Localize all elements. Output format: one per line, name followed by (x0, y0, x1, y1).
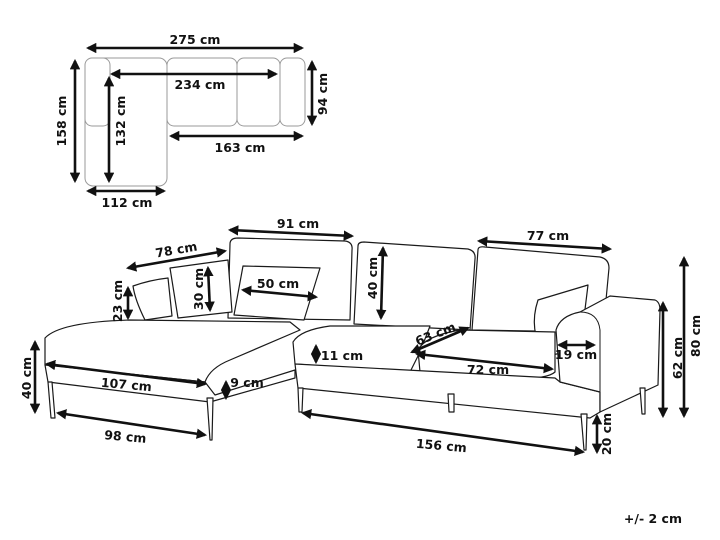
label-inner-width: 234 cm (175, 77, 226, 92)
label-seat-cushion-width: 72 cm (467, 362, 509, 377)
leg (47, 381, 56, 419)
leg (206, 397, 214, 441)
label-main-leg-span: 156 cm (415, 436, 467, 455)
label-back-cushion-width: 91 cm (277, 216, 319, 231)
label-chaise-back-width: 78 cm (154, 239, 198, 261)
label-arm-height: 62 cm (670, 337, 685, 379)
label-right-back-cushion-width: 77 cm (527, 228, 569, 243)
label-arm-width: 19 cm (555, 347, 597, 362)
leg (297, 387, 304, 413)
tolerance-note: +/- 2 cm (623, 511, 682, 526)
label-seat-cushion-thickness: 11 cm (321, 348, 363, 363)
label-chaise-leg-span: 98 cm (104, 427, 147, 446)
label-pillow-height: 30 cm (191, 268, 206, 310)
label-back-cushion-height: 40 cm (365, 257, 380, 299)
label-armrest-height: 23 cm (110, 280, 125, 322)
leg (447, 393, 455, 413)
label-total-height: 80 cm (688, 315, 703, 357)
top-view-dimensions (69, 42, 318, 197)
front-view-dimensions (29, 225, 690, 457)
label-frame-height: 9 cm (230, 375, 263, 390)
label-main-depth: 94 cm (315, 73, 330, 115)
label-total-width: 275 cm (170, 32, 221, 47)
label-leg-height: 20 cm (599, 413, 614, 455)
leg (639, 387, 646, 415)
label-seat-height: 40 cm (19, 357, 34, 399)
chaise-armrest (132, 277, 173, 321)
label-total-depth: 158 cm (54, 96, 69, 147)
label-chaise-width: 112 cm (102, 195, 153, 210)
leg (580, 413, 588, 451)
label-pillow-width: 50 cm (257, 276, 299, 291)
label-chaise-length: 107 cm (100, 375, 152, 394)
label-main-section-width: 163 cm (215, 140, 266, 155)
label-chaise-inner-length: 132 cm (113, 96, 128, 147)
